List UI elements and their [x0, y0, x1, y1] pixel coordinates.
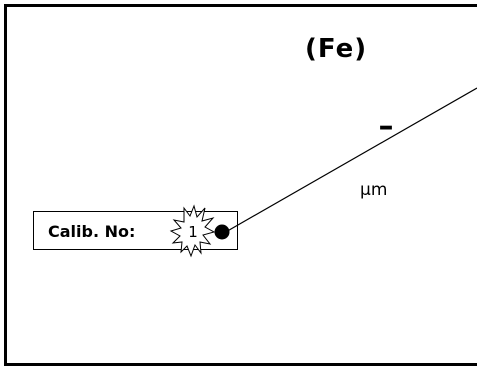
- display-frame: [4, 4, 477, 366]
- calibration-number: 1: [188, 223, 198, 241]
- unit-label: μm: [360, 180, 388, 200]
- calibration-label: Calib. No:: [48, 222, 136, 241]
- leader-line: [223, 87, 477, 234]
- filled-dot-icon: [214, 224, 230, 240]
- thickness-value: –: [378, 117, 394, 137]
- element-symbol: (Fe): [305, 34, 368, 64]
- starburst-icon: [169, 204, 216, 258]
